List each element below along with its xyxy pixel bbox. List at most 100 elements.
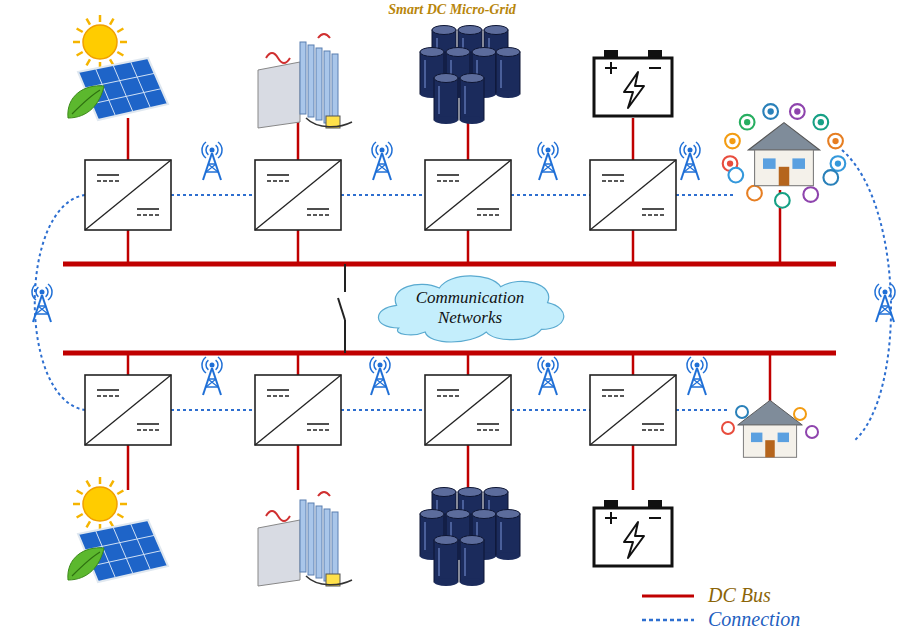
capacitor-top <box>446 510 470 519</box>
bus-switch <box>344 264 346 292</box>
tower-bar <box>206 171 218 173</box>
signal-arc <box>875 284 879 300</box>
legend-sample <box>642 618 694 621</box>
bus-switch <box>338 298 345 320</box>
tower-top <box>210 148 215 153</box>
device-icon <box>803 187 818 202</box>
device-dot <box>832 138 838 144</box>
capacitor-shine <box>500 522 502 550</box>
capacitor-body <box>434 78 458 120</box>
signal-arc <box>703 357 707 373</box>
converter-diagonal <box>255 375 341 445</box>
sun-ray <box>87 521 91 527</box>
tower-top <box>695 363 700 368</box>
sun-ray <box>73 41 80 44</box>
leaf <box>68 548 104 580</box>
sun-ray <box>117 29 123 33</box>
dc-symbol <box>137 423 159 425</box>
capacitor-base <box>460 116 484 124</box>
panel-grid <box>131 524 151 571</box>
tower-bar <box>374 379 384 387</box>
flow-arrow <box>266 511 290 521</box>
antenna-tower <box>538 357 558 395</box>
leaf-vein <box>72 90 100 114</box>
sun-ray <box>99 477 102 484</box>
converter-box <box>590 375 676 445</box>
dc-dc-converter <box>255 375 341 445</box>
flow-arrow <box>266 53 290 63</box>
dc-symbol <box>437 395 459 397</box>
dc-symbol <box>477 429 499 431</box>
panel-grid <box>113 527 133 574</box>
dc-symbol <box>602 180 624 182</box>
signal-arc <box>372 142 376 158</box>
device-icon <box>728 168 743 183</box>
diagram-title: Smart DC Micro-Grid <box>0 2 904 18</box>
house-window <box>778 433 789 443</box>
cell-plate <box>332 54 338 126</box>
sun-ray <box>110 481 114 487</box>
cell-plate <box>300 42 306 114</box>
comm-link <box>171 409 255 411</box>
antenna-tower <box>370 357 390 395</box>
dc-symbol <box>267 174 289 176</box>
signal-arc <box>216 145 218 155</box>
device-dot <box>835 160 841 166</box>
dc-symbol <box>437 180 459 182</box>
tower-bar <box>691 379 701 387</box>
panel-grid <box>113 65 133 112</box>
tower-bar <box>693 379 703 387</box>
device-icon <box>725 134 740 149</box>
sun-ray <box>120 503 127 506</box>
dc-wire <box>467 445 470 490</box>
signal-arc <box>370 357 374 373</box>
lightning-bolt <box>624 72 644 108</box>
tower-bar <box>374 386 386 388</box>
tower-bar <box>36 313 48 315</box>
capacitor-body <box>460 78 484 120</box>
device-icon <box>831 156 846 171</box>
capacitor-top <box>484 488 508 497</box>
dc-dc-converter <box>590 160 676 230</box>
capacitor-top <box>460 74 484 83</box>
device-dot <box>818 119 824 125</box>
dc-wire <box>297 353 300 375</box>
sun-ray <box>77 52 83 56</box>
dc-dc-converter <box>590 375 676 445</box>
capacitor-top <box>472 48 496 57</box>
capacitor-top <box>434 536 458 545</box>
comm-link <box>35 195 85 410</box>
device-dot <box>768 108 774 114</box>
device-dot <box>744 119 750 125</box>
legend-label: DC Bus <box>708 584 771 607</box>
tower-bar <box>879 306 889 314</box>
device-icon <box>813 115 828 130</box>
converter-diagonal <box>85 160 171 230</box>
tower-bar <box>206 386 218 388</box>
legend-entry: Connection <box>640 608 800 631</box>
converter-diagonal <box>590 375 676 445</box>
antenna-tower <box>875 284 895 322</box>
dc-wire <box>467 230 470 264</box>
cell-wire <box>306 118 352 127</box>
sun <box>83 25 117 59</box>
tower-bar <box>542 164 552 172</box>
antenna-tower <box>202 357 222 395</box>
signal-arc <box>46 287 48 297</box>
signal-arc <box>694 145 696 155</box>
leaf <box>68 86 104 118</box>
house-door <box>779 167 790 186</box>
capacitor-base <box>434 116 458 124</box>
fuel-cell <box>258 34 352 128</box>
legend-entry: DC Bus <box>640 584 771 607</box>
sun-ray <box>117 514 123 518</box>
capacitor-shine <box>464 548 466 576</box>
supercapacitor-bank <box>420 488 520 587</box>
tower-bar <box>542 379 552 387</box>
capacitor-top <box>432 488 456 497</box>
tower-bar <box>879 313 891 315</box>
signal-arc <box>538 357 542 373</box>
sun-ray <box>87 19 91 25</box>
